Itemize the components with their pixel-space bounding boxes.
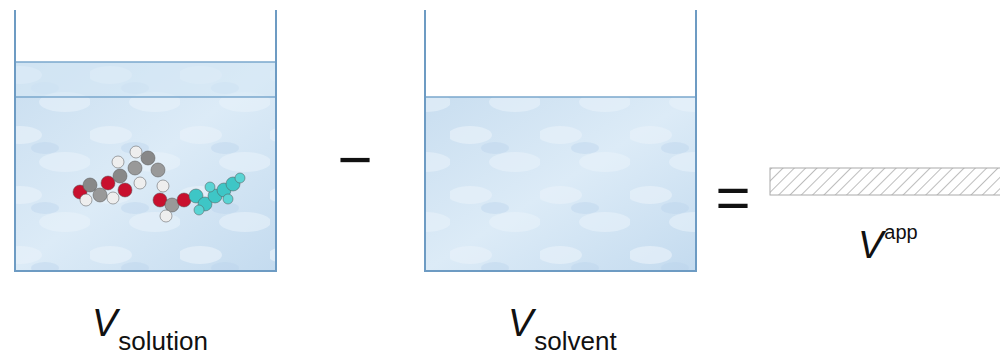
apparent-volume-bar <box>770 168 1000 195</box>
volume-symbol: V <box>858 226 883 264</box>
volume-symbol: V <box>92 304 117 342</box>
minus-sign: − <box>337 130 372 190</box>
subscript: solution <box>118 328 208 354</box>
solvent-beaker <box>425 10 696 271</box>
equals-sign: = <box>715 168 750 228</box>
subscript: solvent <box>534 328 616 354</box>
solution-beaker <box>15 10 276 271</box>
superscript: app <box>884 222 917 242</box>
volume-symbol: V <box>508 304 533 342</box>
molecule <box>73 146 245 222</box>
